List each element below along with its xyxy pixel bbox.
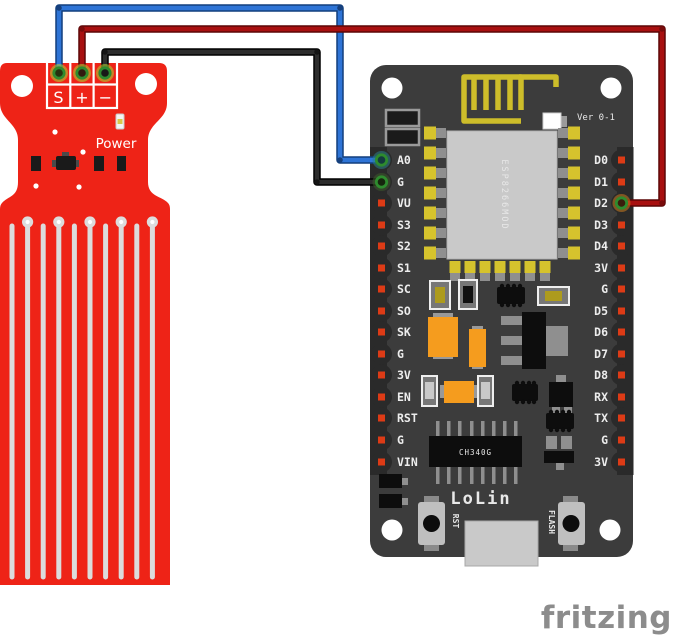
sensor-pin-label-minus: − bbox=[99, 88, 112, 107]
pin-label-D3: D3 bbox=[594, 218, 608, 232]
sensor-trace-pads bbox=[22, 216, 158, 228]
wire-black[interactable] bbox=[101, 48, 382, 186]
usb-uart-chip: CH340G bbox=[429, 421, 522, 484]
power-led-core bbox=[117, 119, 123, 124]
pin-label-SC: SC bbox=[397, 282, 411, 296]
pin-label-3V2: 3V bbox=[594, 261, 608, 275]
pin-label-D4: D4 bbox=[594, 239, 608, 253]
sensor-mount-hole bbox=[11, 75, 33, 97]
pin-label-G1: G bbox=[397, 175, 404, 189]
left-pin-holes bbox=[378, 199, 385, 466]
pin-label-RST: RST bbox=[397, 411, 418, 425]
via bbox=[80, 149, 86, 155]
rst-button-label: RST bbox=[451, 514, 460, 529]
pin-label-D2: D2 bbox=[594, 196, 608, 210]
via bbox=[76, 184, 82, 190]
pin-label-G4: G bbox=[601, 282, 608, 296]
smd-resistor bbox=[94, 156, 104, 171]
nodemcu-connected-pins bbox=[372, 151, 631, 212]
jumper-component bbox=[384, 127, 421, 147]
pin-label-SK: SK bbox=[397, 325, 411, 339]
pin-label-G2: G bbox=[397, 347, 404, 361]
mid-components bbox=[421, 279, 574, 470]
pin-label-TX: TX bbox=[594, 411, 608, 425]
smd-resistor bbox=[117, 156, 126, 171]
smd-transistor bbox=[52, 152, 79, 170]
mcu-mount-hole bbox=[381, 77, 403, 99]
pin-label-A0: A0 bbox=[397, 153, 411, 167]
rst-button[interactable] bbox=[418, 496, 445, 551]
pin-label-SO: SO bbox=[397, 304, 411, 318]
pin-label-D1: D1 bbox=[594, 175, 608, 189]
smd-led bbox=[542, 112, 562, 130]
pin-label-D8: D8 bbox=[594, 368, 608, 382]
version-label: Ver 0-1 bbox=[577, 113, 615, 123]
right-pin-labels: D0 D1 D2 D3 D4 3V G D5 D6 D7 D8 RX TX G … bbox=[594, 153, 608, 469]
pin-label-S3: S3 bbox=[397, 218, 411, 232]
pin-label-G5: G bbox=[601, 433, 608, 447]
mcu-mount-hole bbox=[381, 519, 403, 541]
pin-label-D5: D5 bbox=[594, 304, 608, 318]
smd-resistor bbox=[31, 156, 41, 171]
via bbox=[52, 129, 58, 135]
pin-label-EN: EN bbox=[397, 390, 411, 404]
pin-label-S2: S2 bbox=[397, 239, 411, 253]
fritzing-watermark: fritzing bbox=[541, 600, 672, 636]
pin-label-D7: D7 bbox=[594, 347, 608, 361]
sensor-connected-pins bbox=[50, 64, 114, 82]
right-pin-holes bbox=[618, 156, 625, 466]
pin-label-RX: RX bbox=[594, 390, 608, 404]
usb-connector bbox=[464, 520, 539, 567]
esp8266-module: ESP8266MOD bbox=[424, 126, 580, 281]
flash-button-label: FLASH bbox=[547, 510, 556, 534]
esp8266-label: ESP8266MOD bbox=[499, 159, 509, 230]
power-label: Power bbox=[96, 136, 137, 152]
flash-button[interactable] bbox=[558, 496, 585, 551]
pin-label-D6: D6 bbox=[594, 325, 608, 339]
usb-chip-label: CH340G bbox=[459, 448, 492, 457]
mcu-mount-hole bbox=[599, 519, 621, 541]
wire-blue[interactable] bbox=[55, 4, 382, 164]
water-level-sensor-board[interactable]: S + − Power bbox=[0, 59, 170, 585]
brand-label: LoLin bbox=[450, 489, 511, 509]
pin-label-3V3: 3V bbox=[594, 455, 608, 469]
sensor-pin-label-s: S bbox=[53, 88, 63, 107]
pin-label-S1: S1 bbox=[397, 261, 411, 275]
pin-label-VU: VU bbox=[397, 196, 411, 210]
mcu-mount-hole bbox=[600, 77, 622, 99]
smd-led bbox=[560, 116, 567, 127]
pin-label-G3: G bbox=[397, 433, 404, 447]
nodemcu-board[interactable]: Ver 0-1 bbox=[370, 65, 634, 567]
smd-part bbox=[402, 478, 408, 485]
wifi-antenna-icon bbox=[461, 74, 559, 124]
smd-part bbox=[379, 474, 402, 488]
via bbox=[33, 183, 39, 189]
esp8266-shield bbox=[446, 130, 558, 260]
smd-part bbox=[402, 498, 408, 505]
pin-label-D0: D0 bbox=[594, 153, 608, 167]
sensor-mount-hole bbox=[135, 73, 157, 95]
smd-part bbox=[379, 494, 402, 508]
pin-label-3V1: 3V bbox=[397, 368, 411, 382]
sensor-pin-label-plus: + bbox=[75, 88, 88, 107]
sensor-traces bbox=[9, 221, 155, 580]
wire-red[interactable] bbox=[78, 25, 666, 207]
jumper-component bbox=[384, 108, 421, 128]
pin-label-VIN: VIN bbox=[397, 455, 418, 469]
left-pin-labels: A0 G VU S3 S2 S1 SC SO SK G 3V EN RST G … bbox=[397, 153, 418, 469]
